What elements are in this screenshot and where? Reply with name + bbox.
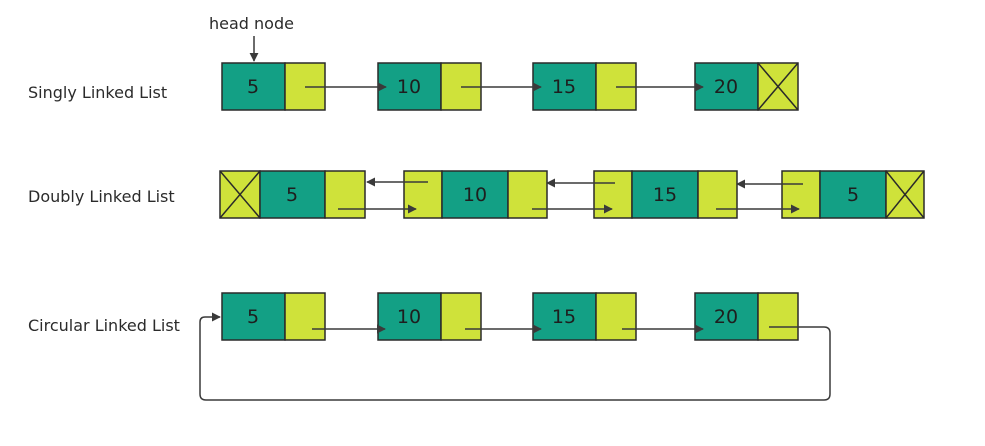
node-value: 20 xyxy=(714,76,738,98)
circular-node-3: 15 xyxy=(532,292,637,341)
node-value: 5 xyxy=(286,184,298,206)
circular-linked-list: Circular Linked List 5 10 15 20 xyxy=(28,292,831,401)
circular-linked-list-label: Circular Linked List xyxy=(28,316,180,335)
null-cross-line xyxy=(885,170,925,219)
doubly-node-4: 5 xyxy=(781,170,925,219)
pointer-cell xyxy=(284,292,326,341)
data-cell xyxy=(532,292,597,341)
pointer-cell xyxy=(440,292,482,341)
pointer-cell xyxy=(757,292,799,341)
doubly-linked-list-label: Doubly Linked List xyxy=(28,187,175,206)
data-cell xyxy=(441,170,509,219)
singly-linked-list-label: Singly Linked List xyxy=(28,83,167,102)
head-node-label: head node xyxy=(209,14,294,33)
node-value: 10 xyxy=(397,306,421,328)
doubly-node-3: 15 xyxy=(593,170,738,219)
node-value: 5 xyxy=(847,184,859,206)
null-cross-line xyxy=(757,62,799,111)
data-cell xyxy=(694,62,759,111)
circular-node-1: 5 xyxy=(221,292,326,341)
data-cell xyxy=(819,170,887,219)
node-value: 10 xyxy=(397,76,421,98)
node-value: 15 xyxy=(653,184,677,206)
doubly-linked-list: Doubly Linked List 5 10 15 5 xyxy=(28,170,925,219)
prev-cell xyxy=(403,170,443,219)
data-cell xyxy=(259,170,326,219)
node-value: 5 xyxy=(247,76,259,98)
data-cell xyxy=(221,292,286,341)
prev-cell xyxy=(781,170,821,219)
prev-cell xyxy=(593,170,633,219)
doubly-node-1: 5 xyxy=(219,170,366,219)
circular-return-arrow xyxy=(199,312,831,401)
circular-node-2: 10 xyxy=(377,292,482,341)
singly-node-3: 15 xyxy=(532,62,637,111)
node-value: 15 xyxy=(552,306,576,328)
singly-linked-list: Singly Linked List 5 10 15 20 xyxy=(28,62,799,111)
next-cell xyxy=(324,170,366,219)
null-cross-line xyxy=(219,170,261,219)
pointer-cell xyxy=(595,292,637,341)
data-cell xyxy=(377,62,442,111)
node-value: 20 xyxy=(714,306,738,328)
node-value: 5 xyxy=(247,306,259,328)
node-value: 15 xyxy=(552,76,576,98)
singly-node-4: 20 xyxy=(694,62,799,111)
node-value: 10 xyxy=(463,184,487,206)
circular-node-4: 20 xyxy=(694,292,799,341)
doubly-node-2: 10 xyxy=(403,170,548,219)
next-cell xyxy=(507,170,548,219)
data-cell xyxy=(377,292,442,341)
next-cell xyxy=(697,170,738,219)
singly-node-1: 5 xyxy=(221,62,326,111)
